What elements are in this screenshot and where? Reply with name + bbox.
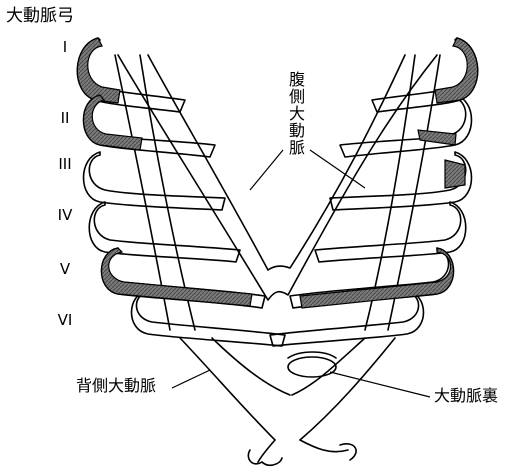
ventral-aorta xyxy=(118,55,437,300)
leader-lines xyxy=(172,150,430,397)
arch-numeral-1: I xyxy=(54,40,76,55)
arch-numeral-2: II xyxy=(54,111,76,126)
aortic-sac xyxy=(288,357,336,377)
shade-arch-V-left xyxy=(102,248,253,306)
arch-numeral-4: IV xyxy=(54,208,76,223)
shade-arch-II-right xyxy=(418,130,456,145)
descending-aorta xyxy=(180,338,395,465)
ventral-aorta-label: 腹側大動脈 xyxy=(286,71,308,156)
shade-arch-III-right xyxy=(445,160,465,188)
arch-numeral-5: V xyxy=(54,262,76,277)
dorsal-aorta-label: 背側大動脈 xyxy=(76,378,156,394)
diagram-title: 大動脈弓 xyxy=(6,8,74,25)
aortic-sac-label: 大動脈裏 xyxy=(434,388,498,404)
shade-arch-I-left xyxy=(77,38,120,103)
arch-numeral-3: III xyxy=(54,157,76,172)
arch-numeral-6: VI xyxy=(54,313,76,328)
shade-arch-I-right xyxy=(435,38,478,103)
regressed-segments xyxy=(77,38,477,308)
